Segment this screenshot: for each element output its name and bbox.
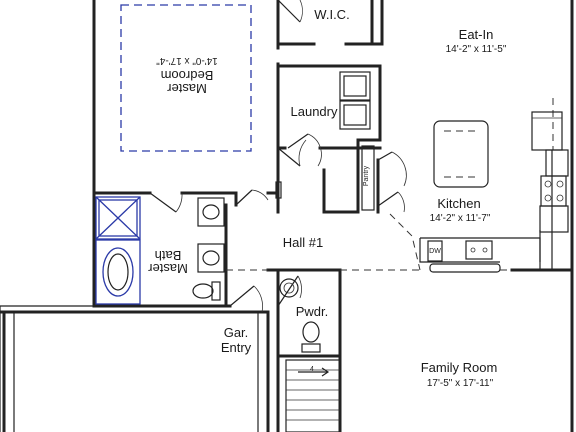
master-bath-label-line2: Bath xyxy=(155,248,182,263)
eat-in-size: 14'-2" x 11'-5" xyxy=(446,44,507,55)
dashed-lines xyxy=(120,4,554,271)
powder-toilet xyxy=(301,343,321,353)
range xyxy=(540,175,567,207)
room-labels: W.I.C. Eat-In 14'-2" x 11'-5" Master Bed… xyxy=(147,7,506,389)
master-bedroom-label-line1: Master xyxy=(166,81,206,96)
kitchen-island xyxy=(433,120,489,188)
dryer xyxy=(339,71,371,101)
pantry-label: Pantry xyxy=(363,165,370,186)
shower xyxy=(95,196,141,240)
family-room-size: 17'-5" x 17'-11" xyxy=(427,378,494,389)
svg-text:4: 4 xyxy=(310,366,314,373)
vanity-sink-top xyxy=(197,197,225,227)
kitchen-fixtures xyxy=(419,111,569,273)
eat-in-label: Eat-In xyxy=(459,27,494,42)
family-room-label: Family Room xyxy=(421,360,498,375)
powder-sink xyxy=(279,278,299,298)
master-bedroom-size: 14'-0" x 17'-4" xyxy=(156,55,218,66)
master-bath-fixtures xyxy=(95,196,225,305)
dishwasher-label: DW xyxy=(429,248,441,255)
garage-entry-label-line2: Entry xyxy=(221,340,252,355)
powder-label: Pwdr. xyxy=(296,304,329,319)
laundry-appliances xyxy=(339,71,371,130)
washer xyxy=(339,100,371,130)
master-bedroom-labels: Master Bedroom 14'-0" x 17'-4" xyxy=(156,55,218,96)
laundry-label: Laundry xyxy=(291,104,338,119)
garage-entry-label-line1: Gar. xyxy=(224,325,249,340)
master-bath-label-line1: Master xyxy=(147,261,187,276)
dishwasher xyxy=(427,240,443,262)
pantry-shelves xyxy=(361,145,375,211)
wic-label: W.I.C. xyxy=(314,7,349,22)
stairs: 4 xyxy=(285,359,341,432)
doors xyxy=(149,0,407,313)
hall-label: Hall #1 xyxy=(283,235,323,250)
powder-fixtures xyxy=(279,278,321,353)
bathtub xyxy=(95,239,141,305)
kitchen-label: Kitchen xyxy=(437,196,480,211)
kitchen-size: 14'-2" x 11'-7" xyxy=(430,213,491,224)
vanity-sink-bottom xyxy=(197,243,225,273)
bath-toilet xyxy=(211,281,221,301)
master-bath-labels: Master Bath xyxy=(147,248,187,276)
bedroom-ceiling-outline xyxy=(120,4,252,152)
master-bedroom-label-line2: Bedroom xyxy=(161,68,214,83)
kitchen-sink xyxy=(465,240,493,260)
